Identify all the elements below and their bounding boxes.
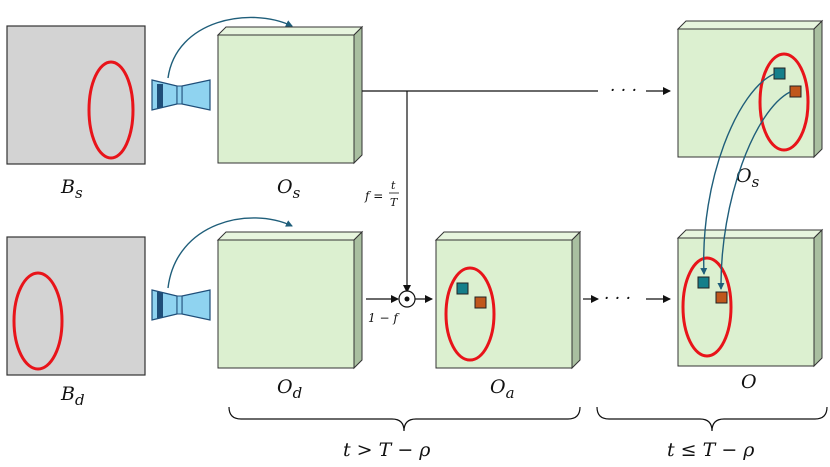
transfer-curve-arrow-teal — [700, 73, 775, 275]
oa-label: Oa — [490, 376, 515, 402]
encoder-icon-bottom — [151, 289, 211, 321]
source-image-frame — [6, 25, 146, 165]
hadamard-dot — [404, 296, 410, 302]
source-region-ellipse — [87, 60, 135, 160]
os-label: Os — [277, 176, 301, 202]
bd-label: Bd — [60, 383, 85, 409]
token-teal-square-bottom — [697, 276, 710, 289]
token-teal-square-top — [773, 67, 786, 80]
feature-map-os-right — [676, 19, 824, 159]
f-numerator: t — [391, 179, 396, 192]
encoder-curve-arrow-bottom — [167, 217, 293, 289]
token-teal-square — [456, 282, 469, 295]
token-orange-square — [474, 296, 487, 309]
source-image-bs — [6, 25, 146, 165]
f-denominator: T — [390, 196, 399, 209]
bs-label: Bs — [60, 176, 83, 202]
transfer-curve-arrow-orange — [717, 91, 791, 290]
driving-image-bd — [6, 236, 146, 376]
aggregated-region-ellipse — [444, 266, 496, 362]
feature-map-o — [676, 228, 824, 368]
left-brace — [228, 406, 581, 432]
token-orange-square-bottom — [715, 291, 728, 304]
dots-bottom: · · · — [604, 289, 631, 309]
output-region-ellipse — [681, 256, 733, 358]
brace-left-label: t > T − ρ — [343, 439, 431, 461]
driving-image-frame — [6, 236, 146, 376]
feature-map-od — [216, 230, 364, 370]
right-brace — [596, 406, 828, 432]
brace-right-label: t ≤ T − ρ — [667, 439, 755, 461]
o-label: O — [741, 371, 757, 393]
feature-map-os — [216, 25, 364, 165]
driving-region-ellipse — [12, 271, 64, 371]
source-region-ellipse-right — [758, 52, 810, 152]
feature-map-oa — [434, 230, 582, 370]
f-equals-label: f = — [364, 189, 383, 203]
one-minus-f-label: 1 − f — [368, 311, 400, 325]
od-label: Od — [277, 376, 302, 402]
token-orange-square-top — [789, 85, 802, 98]
dots-top: · · · — [610, 81, 637, 101]
encoder-curve-arrow-top — [167, 16, 293, 79]
encoder-icon-top — [151, 79, 211, 111]
